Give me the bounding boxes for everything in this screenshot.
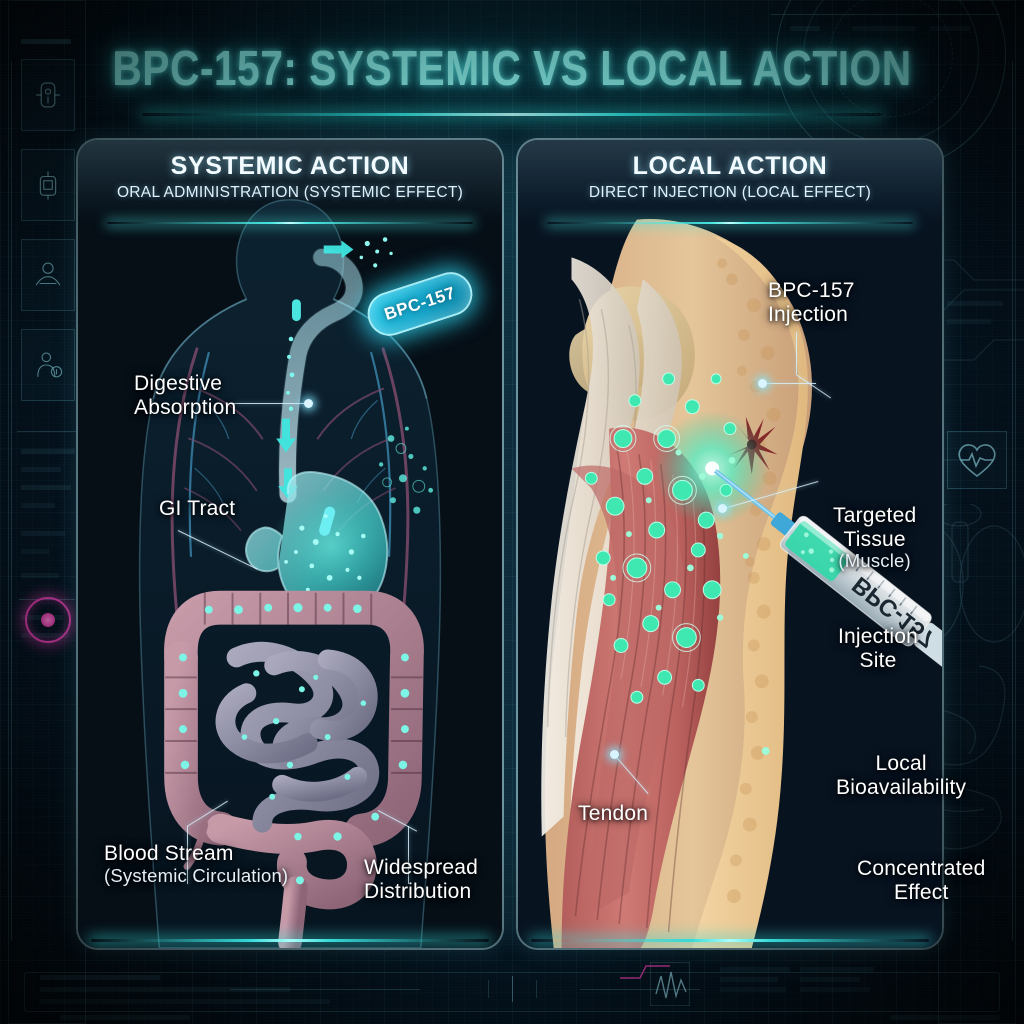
page-title: BPC-157: SYSTEMIC VS LOCAL ACTION — [112, 40, 912, 96]
hud-bar — [21, 449, 75, 454]
hud-line — [512, 976, 513, 1002]
hud-bar — [21, 485, 71, 490]
hud-icon-hand-care — [21, 239, 75, 311]
hud-magenta-trace — [620, 965, 670, 979]
header-glow-line — [107, 222, 473, 224]
hud-bar — [21, 531, 65, 536]
leader-digestive — [233, 403, 308, 404]
label-line-1: Concentrated — [857, 857, 986, 880]
label-line-2: Tissue — [843, 527, 906, 551]
label-line-2: Injection — [768, 302, 849, 326]
panel-header-systemic: SYSTEMIC ACTION ORAL ADMINISTRATION (SYS… — [78, 140, 502, 224]
hud-bar — [720, 967, 790, 972]
label-line-1: BPC-157 — [768, 279, 855, 302]
panel-header-local: LOCAL ACTION DIRECT INJECTION (LOCAL EFF… — [518, 140, 942, 224]
hud-bar — [60, 1015, 190, 1020]
hud-bar — [930, 26, 970, 31]
hud-sidebar-left — [8, 0, 86, 1024]
panel-title-local: LOCAL ACTION — [632, 152, 828, 180]
label-line-1: Local — [875, 752, 927, 775]
panel-subtitle-systemic: ORAL ADMINISTRATION (SYSTEMIC EFFECT) — [116, 184, 464, 201]
hud-bar — [800, 977, 860, 982]
hud-bar — [21, 549, 49, 554]
hud-line — [488, 980, 489, 998]
hud-line — [770, 14, 1000, 15]
label-line-2: Absorption — [134, 395, 237, 419]
hud-bar — [40, 999, 330, 1004]
panel-subtitle-local: DIRECT INJECTION (LOCAL EFFECT) — [588, 184, 872, 201]
hud-icon-physician — [21, 329, 75, 401]
label-line-2: Site — [859, 648, 897, 672]
leader-dot-injection-site — [718, 504, 727, 513]
hud-bar — [40, 975, 160, 980]
label-line-1: Widespread — [364, 856, 479, 879]
leader-dot-targeted — [758, 379, 767, 388]
leader-dot-digestive — [304, 399, 313, 408]
title-underglow — [142, 113, 882, 116]
label-line-2: (Systemic Circulation) — [104, 864, 289, 886]
label-tendon: Tendon — [578, 802, 649, 825]
label-bpc157-injection: BPC-157 Injection — [768, 279, 855, 326]
label-line-1: Digestive — [134, 372, 223, 395]
label-widespread-distribution: Widespread Distribution — [364, 856, 478, 903]
leader-injection — [796, 332, 797, 374]
label-targeted-tissue: Targeted Tissue (Muscle) — [833, 504, 916, 572]
hud-bar — [21, 573, 59, 578]
hud-bar — [852, 26, 916, 31]
label-blood-stream: Blood Stream (Systemic Circulation) — [104, 842, 288, 886]
label-line-3: (Muscle) — [838, 550, 911, 572]
systemic-anatomy-illustration — [78, 140, 502, 948]
label-line-1: Blood Stream — [104, 842, 234, 865]
panel-systemic-action[interactable]: SYSTEMIC ACTION ORAL ADMINISTRATION (SYS… — [76, 138, 504, 950]
hud-bar — [720, 987, 786, 992]
label-local-bioavailability: Local Bioavailability — [836, 752, 966, 799]
hud-line — [17, 431, 79, 432]
leader-targeted-tissue — [764, 383, 816, 384]
panel-title-systemic: SYSTEMIC ACTION — [170, 152, 410, 180]
label-line-1: Injection — [838, 625, 919, 648]
hud-bar — [890, 1015, 1000, 1020]
panel-bottom-glow-right — [530, 939, 930, 942]
hud-line — [11, 61, 12, 941]
hud-bar — [21, 467, 61, 472]
label-line-1: Targeted — [833, 504, 917, 527]
label-line-2: Effect — [893, 880, 949, 904]
header-glow-line — [547, 222, 913, 224]
hud-bar — [790, 26, 820, 31]
label-digestive-absorption: Digestive Absorption — [134, 372, 236, 419]
label-line-2: Distribution — [364, 879, 472, 903]
leader-dot-tendon — [610, 750, 619, 759]
hud-bottom-strip — [0, 952, 1024, 1024]
label-injection-site: Injection Site — [838, 625, 918, 672]
hud-line — [230, 989, 420, 990]
hud-icon-device — [21, 149, 75, 221]
hud-line — [536, 980, 537, 998]
panel-bottom-glow-left — [90, 939, 490, 942]
label-gi-tract: GI Tract — [159, 497, 236, 520]
hud-bar — [720, 977, 778, 982]
hud-bar — [800, 987, 870, 992]
label-concentrated-effect: Concentrated Effect — [857, 857, 985, 904]
hud-bar — [800, 967, 874, 972]
magenta-status-ring — [25, 597, 71, 643]
hud-bar — [21, 503, 55, 508]
label-line-2: Bioavailability — [836, 775, 967, 799]
